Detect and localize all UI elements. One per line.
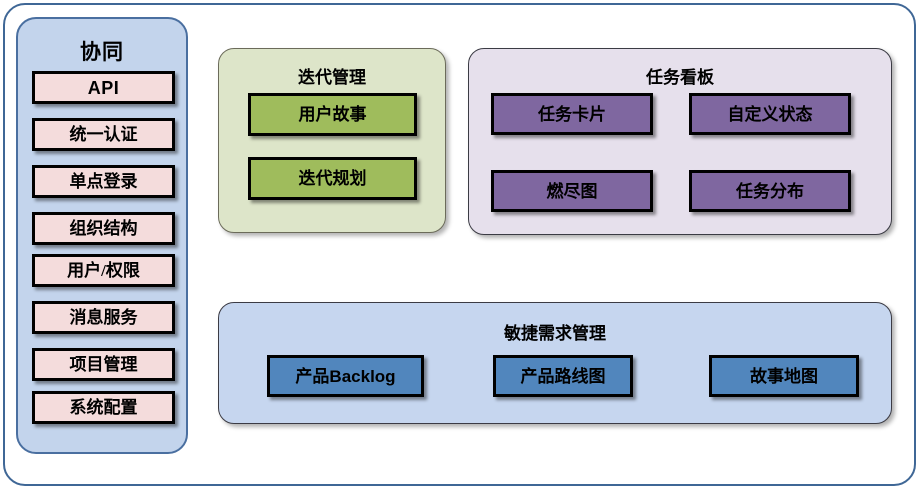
iteration-item-user-story[interactable]: 用户故事 xyxy=(248,93,417,136)
collaboration-item-unified-auth[interactable]: 统一认证 xyxy=(32,118,175,151)
iteration-management-panel: 迭代管理 用户故事 迭代规划 xyxy=(218,48,446,233)
agile-item-story-map[interactable]: 故事地图 xyxy=(709,355,859,397)
task-board-item-burndown-chart[interactable]: 燃尽图 xyxy=(491,170,653,212)
collaboration-item-org-structure[interactable]: 组织结构 xyxy=(32,212,175,245)
agile-item-product-backlog-cjk: 产品 xyxy=(295,366,330,386)
collaboration-item-sso[interactable]: 单点登录 xyxy=(32,165,175,198)
collaboration-panel: 协同 API 统一认证 单点登录 组织结构 用户/权限 消息服务 项目管理 系统… xyxy=(16,17,188,454)
collaboration-item-system-config[interactable]: 系统配置 xyxy=(32,391,175,424)
agile-requirements-panel-title: 敏捷需求管理 xyxy=(504,324,606,343)
iteration-item-iteration-planning[interactable]: 迭代规划 xyxy=(248,157,417,200)
task-board-panel-title: 任务看板 xyxy=(646,68,714,87)
collaboration-item-user-permission[interactable]: 用户/权限 xyxy=(32,254,175,287)
collaboration-panel-title: 协同 xyxy=(80,41,124,64)
agile-item-product-backlog-latin: Backlog xyxy=(329,366,396,386)
task-board-panel: 任务看板 任务卡片 自定义状态 燃尽图 任务分布 xyxy=(468,48,892,235)
task-board-item-custom-status[interactable]: 自定义状态 xyxy=(689,93,851,135)
collaboration-item-project-management[interactable]: 项目管理 xyxy=(32,348,175,381)
agile-item-product-roadmap[interactable]: 产品路线图 xyxy=(493,355,633,397)
iteration-management-panel-title: 迭代管理 xyxy=(298,68,366,87)
task-board-item-task-card[interactable]: 任务卡片 xyxy=(491,93,653,135)
collaboration-item-api[interactable]: API xyxy=(32,71,175,104)
collaboration-item-message-service[interactable]: 消息服务 xyxy=(32,301,175,334)
task-board-item-task-distribution[interactable]: 任务分布 xyxy=(689,170,851,212)
